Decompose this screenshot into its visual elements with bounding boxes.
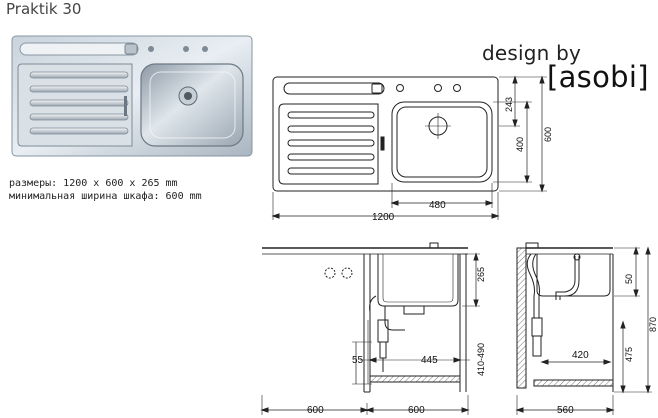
dim-depth: 265 [476,267,486,282]
spec-cabinet-width: минимальная ширина шкафа: 600 mm [9,191,202,202]
top-view-drawing [271,75,547,220]
front-section-drawing [260,242,480,415]
spec-dimensions: размеры: 1200 x 600 x 265 mm [9,178,178,189]
dim-bowl-height: 400 [515,137,525,152]
dim-side-width: 560 [557,405,574,416]
dim-width: 1200 [372,212,395,223]
side-section-drawing [515,242,652,415]
dim-bowl-width: 480 [429,200,446,211]
dim-range: 410-490 [476,343,486,376]
dim-height: 600 [543,127,553,142]
product-title: Praktik 30 [6,0,82,18]
dim-side-height: 870 [648,317,658,332]
dim-left-width: 600 [307,405,324,416]
dim-side-top: 50 [624,274,634,284]
dim-center: 445 [421,355,438,366]
dim-right-width: 600 [408,405,425,416]
drainboard-ribs [29,71,129,135]
brand-logo: [asobi] [547,60,649,94]
dim-side-low: 475 [624,347,634,362]
dim-side-offset: 420 [572,350,589,361]
dim-offset: 243 [504,97,514,112]
brand-tagline: design by [482,41,582,65]
sink-photo [11,35,253,157]
dim-gap: 55 [352,355,364,366]
